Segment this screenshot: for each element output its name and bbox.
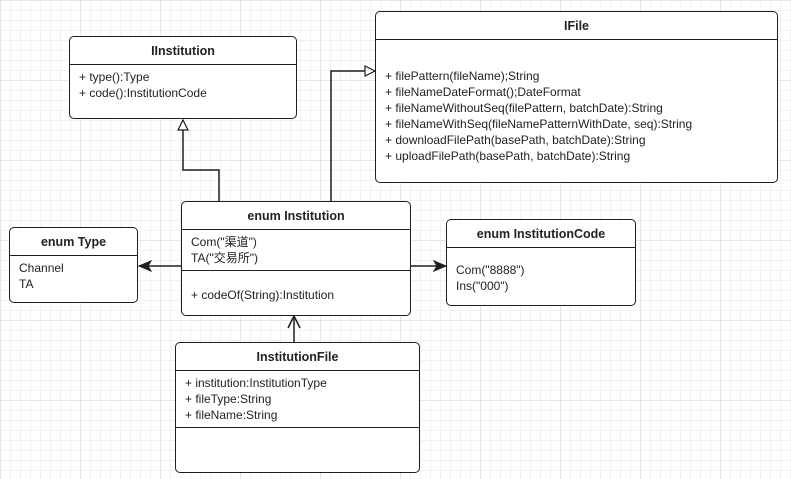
iinstitution-class[interactable]: IInstitution + type():Type + code():Inst…	[69, 36, 297, 119]
enum-institutioncode-value: Ins("000")	[456, 279, 509, 293]
ifile-method: + filePattern(fileName);String	[385, 69, 540, 83]
ifile-method: + uploadFilePath(basePath, batchDate):St…	[385, 149, 631, 163]
enum-type-value: TA	[19, 277, 34, 291]
enum-institution-title: enum Institution	[182, 202, 410, 230]
institutionfile-field: + institution:InstitutionType	[185, 376, 327, 390]
enum-institutioncode-class[interactable]: enum InstitutionCode Com("8888") Ins("00…	[446, 219, 636, 306]
iinstitution-method: + code():InstitutionCode	[79, 86, 207, 100]
institutionfile-class[interactable]: InstitutionFile + institution:Institutio…	[175, 342, 420, 473]
ifile-class[interactable]: IFile + filePattern(fileName);String + f…	[375, 11, 778, 183]
enum-type-class[interactable]: enum Type Channel TA	[9, 227, 138, 303]
institutionfile-field: + fileType:String	[185, 392, 272, 406]
realization-to-ifile	[330, 71, 375, 201]
enum-institution-value: TA("交易所")	[191, 251, 258, 265]
institutionfile-field: + fileName:String	[185, 408, 278, 422]
enum-institutioncode-title: enum InstitutionCode	[447, 220, 635, 248]
realization-to-iinstitution	[183, 120, 220, 201]
enum-institution-value: Com("渠道")	[191, 235, 257, 249]
institutionfile-methods-section	[176, 427, 419, 478]
enum-institution-method: + codeOf(String):Institution	[191, 288, 335, 302]
ifile-method: + downloadFilePath(basePath, batchDate):…	[385, 133, 646, 147]
ifile-method: + fileNameWithSeq(fileNamePatternWithDat…	[385, 117, 693, 131]
enum-institution-class[interactable]: enum Institution Com("渠道") TA("交易所") + c…	[181, 201, 411, 316]
institutionfile-title: InstitutionFile	[176, 343, 419, 371]
enum-type-value: Channel	[19, 261, 64, 275]
iinstitution-method: + type():Type	[79, 70, 150, 84]
ifile-title: IFile	[376, 12, 777, 40]
ifile-method: + fileNameWithoutSeq(filePattern, batchD…	[385, 101, 663, 115]
ifile-method: + fileNameDateFormat();DateFormat	[385, 85, 581, 99]
enum-type-title: enum Type	[10, 228, 137, 256]
iinstitution-title: IInstitution	[70, 37, 296, 65]
enum-institutioncode-value: Com("8888")	[456, 263, 525, 277]
